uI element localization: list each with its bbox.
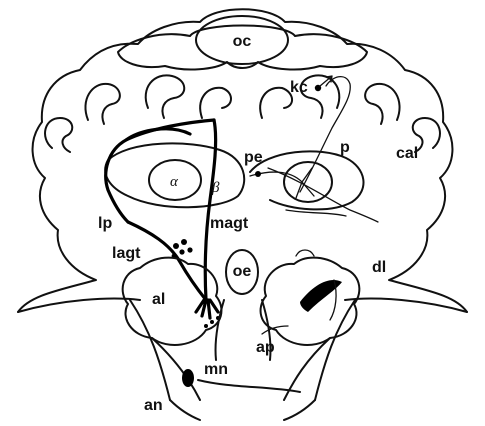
label-pe: pe bbox=[244, 149, 263, 166]
pe-lower-fibre bbox=[286, 210, 346, 216]
pe-neuron-soma bbox=[255, 171, 261, 177]
left-calyx-outer-cup bbox=[85, 84, 119, 124]
right-al-arc bbox=[296, 250, 314, 256]
label-al: al bbox=[152, 291, 165, 308]
lagt-glomeruli bbox=[172, 239, 193, 258]
label-cal: cal bbox=[396, 145, 418, 162]
label-alpha: α bbox=[170, 174, 179, 190]
right-calyx-inner-cup bbox=[260, 88, 292, 118]
right-calyx-outer-cup bbox=[365, 84, 399, 124]
lower-lateral-outline bbox=[170, 400, 315, 420]
label-magt: magt bbox=[210, 215, 249, 232]
left-calyx-inner-cup bbox=[200, 88, 231, 118]
label-oe: oe bbox=[233, 263, 252, 280]
left-calyx-lateral-cup bbox=[45, 118, 72, 152]
al-fibre-bundle bbox=[196, 300, 218, 318]
left-calyx-mid-cup bbox=[146, 75, 185, 118]
label-p: p bbox=[340, 139, 350, 156]
label-dl: dl bbox=[372, 259, 386, 276]
mn-soma bbox=[182, 369, 194, 387]
mn-nerve bbox=[198, 380, 300, 392]
label-ap: ap bbox=[256, 339, 275, 356]
lp-branch bbox=[126, 129, 190, 140]
label-beta: β bbox=[211, 180, 220, 196]
label-lp: lp bbox=[98, 215, 112, 232]
suboesophageal-outline bbox=[18, 299, 467, 313]
label-an: an bbox=[144, 397, 163, 414]
label-oc: oc bbox=[233, 33, 252, 50]
label-mn: mn bbox=[204, 361, 228, 378]
label-lagt: lagt bbox=[112, 245, 141, 262]
label-kc: kc bbox=[290, 79, 308, 96]
right-antennal-nerve bbox=[284, 300, 355, 400]
